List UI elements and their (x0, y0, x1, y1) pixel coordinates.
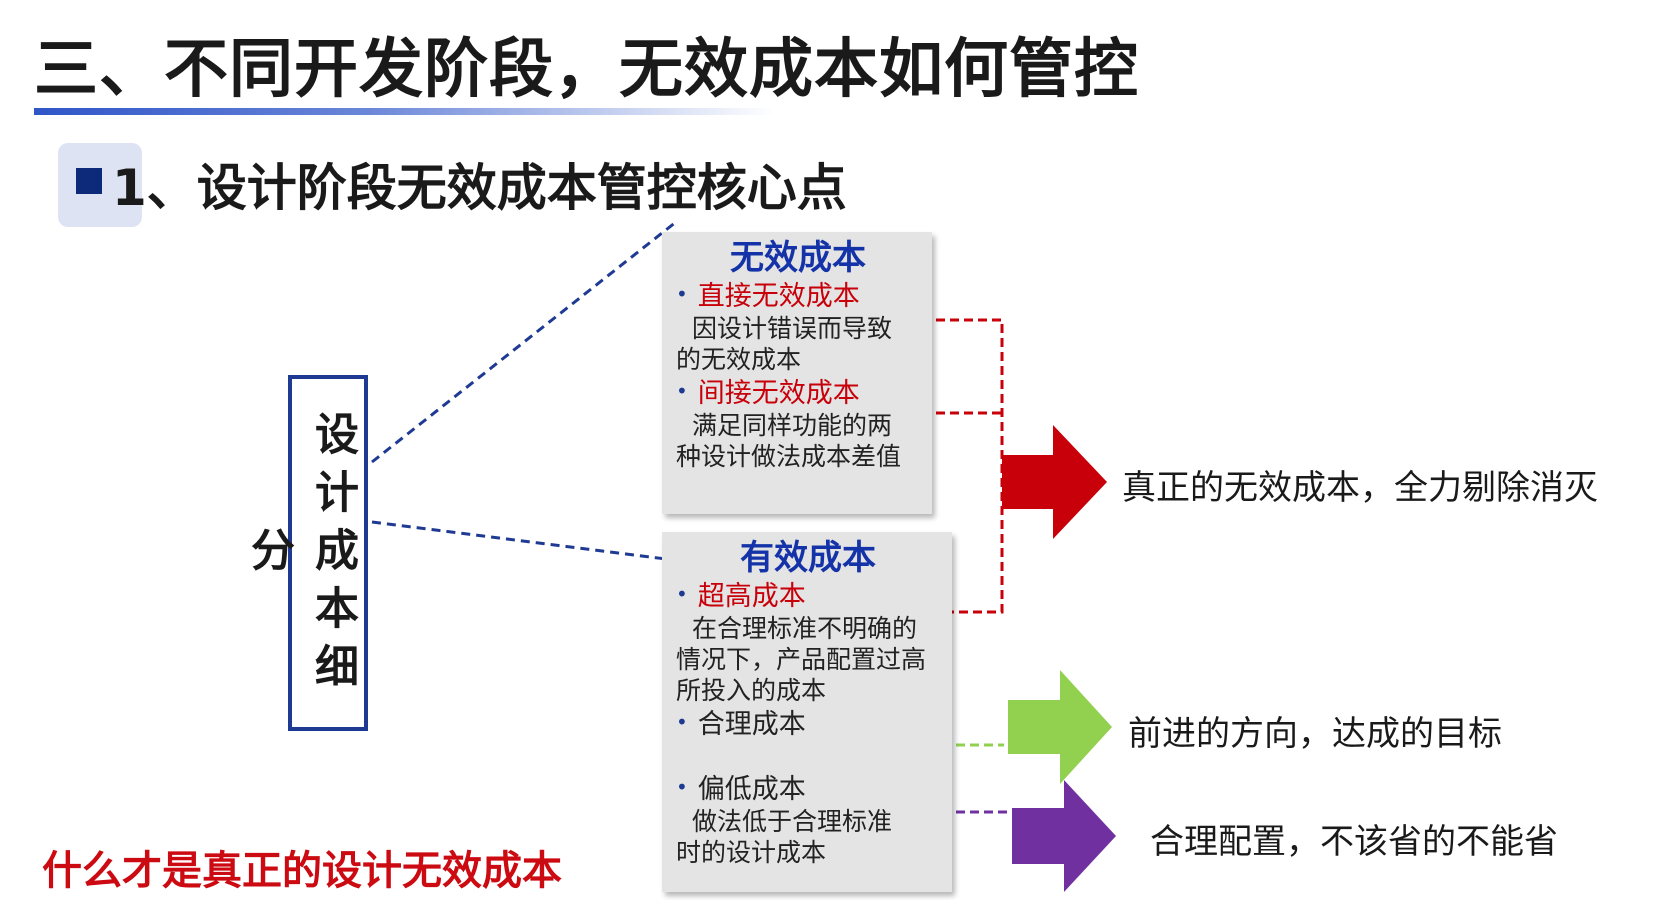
indirect-invalid-cost-label: 间接无效成本 (697, 378, 860, 409)
valid-cost-card-title: 有效成本 (740, 538, 876, 578)
high-cost-label: 超高成本 (697, 581, 806, 612)
invalid-cost-card-title: 无效成本 (730, 238, 866, 278)
bullet-dot-icon: • (676, 710, 688, 734)
reasonable-cost-label: 合理成本 (697, 709, 806, 740)
low-cost-label: 偏低成本 (697, 774, 806, 805)
bullet-dot-icon: • (676, 379, 688, 403)
bullet-dot-icon: • (676, 775, 688, 799)
desc-line: 种设计做法成本差值 (676, 442, 902, 471)
bullet-dot-icon: • (676, 282, 688, 306)
low-cost-item: • 偏低成本 (676, 771, 940, 806)
desc-line: 满足同样功能的两 (692, 411, 893, 440)
direct-invalid-cost-label: 直接无效成本 (697, 281, 860, 312)
section-subtitle: 1、设计阶段无效成本管控核心点 (112, 159, 847, 217)
desc-line: 做法低于合理标准 (692, 807, 893, 836)
desc-line: 情况下，产品配置过高 (676, 645, 927, 674)
desc-line: 在合理标准不明确的 (692, 614, 918, 643)
indirect-invalid-cost-desc: 满足同样功能的两 种设计做法成本差值 (676, 410, 920, 472)
page-title: 三、不同开发阶段，无效成本如何管控 (34, 33, 1139, 107)
invalid-cost-card: 无效成本 • 直接无效成本 因设计错误而导致 的无效成本 • 间接无效成本 满足同样… (662, 232, 932, 514)
purple-arrow-icon (1012, 780, 1116, 892)
connector-to-invalid (371, 220, 677, 464)
direct-invalid-cost-item: • 直接无效成本 (676, 278, 920, 313)
design-cost-breakdown-box: 设计成本细分 (243, 375, 368, 731)
desc-line: 的无效成本 (676, 345, 802, 374)
target-direction-outcome: 前进的方向，达成的目标 (1128, 714, 1502, 754)
green-arrow-icon (1008, 670, 1112, 784)
desc-line: 时的设计成本 (676, 838, 827, 867)
reasonable-cost-item: • 合理成本 (676, 706, 940, 741)
valid-cost-card: 有效成本 • 超高成本 在合理标准不明确的 情况下，产品配置过高 所投入的成本 •… (662, 532, 952, 892)
square-bullet-icon (76, 168, 102, 194)
title-underline (34, 108, 774, 115)
true-invalid-cost-outcome: 真正的无效成本，全力剔除消灭 (1122, 468, 1598, 508)
direct-invalid-cost-desc: 因设计错误而导致 的无效成本 (676, 313, 920, 375)
reasonable-config-outcome: 合理配置，不该省的不能省 (1150, 822, 1558, 862)
low-cost-desc: 做法低于合理标准 时的设计成本 (676, 806, 940, 868)
desc-line: 所投入的成本 (676, 676, 827, 705)
connector-to-valid (371, 520, 683, 563)
red-arrow-icon (1002, 425, 1107, 539)
bullet-dot-icon: • (676, 582, 688, 606)
design-cost-breakdown-label: 设计成本细分 (243, 411, 358, 701)
desc-line: 因设计错误而导致 (692, 314, 893, 343)
spacer (676, 741, 940, 771)
indirect-invalid-cost-item: • 间接无效成本 (676, 375, 920, 410)
high-cost-item: • 超高成本 (676, 578, 940, 613)
high-cost-desc: 在合理标准不明确的 情况下，产品配置过高 所投入的成本 (676, 613, 940, 706)
key-question: 什么才是真正的设计无效成本 (42, 848, 562, 894)
